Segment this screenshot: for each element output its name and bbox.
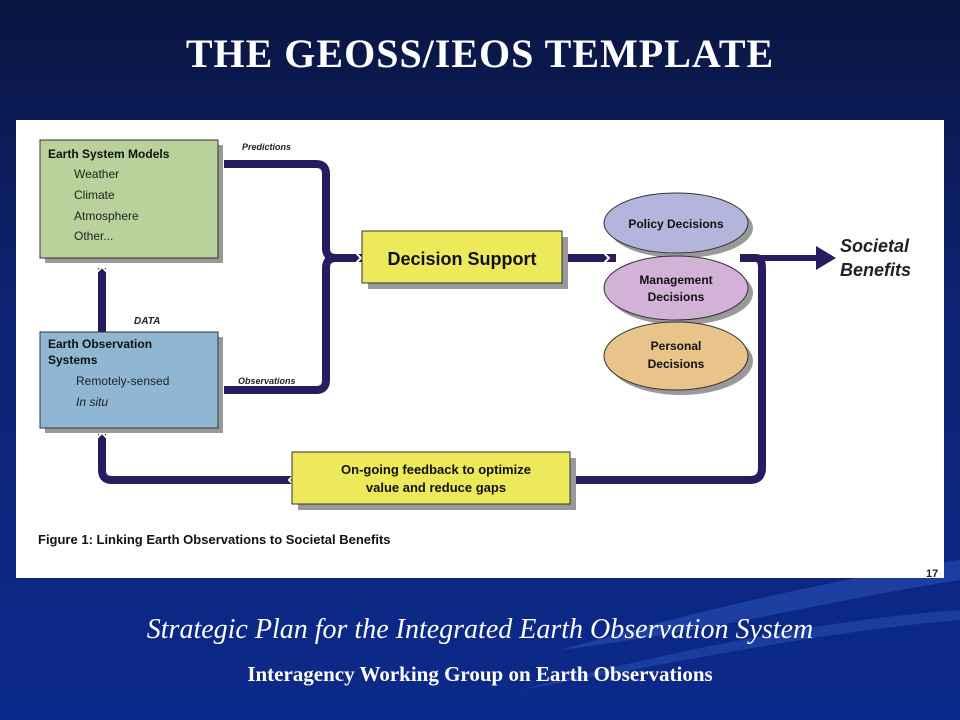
personal-decisions-oval: Personal Decisions (603, 321, 753, 395)
models-item: Climate (74, 188, 115, 202)
feedback-label-line2: value and reduce gaps (366, 480, 506, 495)
models-item: Weather (74, 167, 119, 181)
page-number: 17 (926, 568, 939, 580)
earth-observation-systems-box: Earth Observation Systems Remotely-sense… (39, 331, 223, 433)
chevron-icon (355, 252, 363, 264)
models-item: Atmosphere (74, 209, 139, 223)
chevron-icon (96, 265, 108, 273)
footer-subtitle: Interagency Working Group on Earth Obser… (247, 662, 713, 686)
societal-benefits-line2: Benefits (840, 260, 911, 280)
data-label: DATA (134, 316, 160, 327)
observation-title-line1: Earth Observation (48, 337, 152, 351)
societal-benefits-line1: Societal (840, 236, 910, 256)
feedback-label-line1: On-going feedback to optimize (341, 462, 531, 477)
observation-title-line2: Systems (48, 353, 98, 367)
societal-arrow-head (816, 246, 836, 270)
management-decisions-label: Management (639, 273, 712, 287)
decision-support-label: Decision Support (387, 249, 536, 269)
management-decisions-oval: Management Decisions (603, 255, 753, 325)
observation-item: In situ (76, 395, 108, 409)
footer-title: Strategic Plan for the Integrated Earth … (146, 614, 814, 645)
personal-decisions-label: Personal (651, 339, 702, 353)
background-swoosh (520, 560, 960, 690)
decision-support-box: Decision Support (361, 230, 568, 289)
policy-decisions-oval: Policy Decisions (603, 192, 753, 258)
feedback-left-line (98, 434, 292, 484)
policy-decisions-label: Policy Decisions (628, 217, 724, 231)
chevron-icon (603, 252, 611, 264)
personal-decisions-label: Decisions (648, 357, 705, 371)
management-decisions-label: Decisions (648, 290, 705, 304)
slide-title: THE GEOSS/IEOS TEMPLATE (185, 31, 775, 76)
observation-item: Remotely-sensed (76, 374, 169, 388)
figure-panel: Earth System Models Weather Climate Atmo… (16, 120, 944, 578)
predictions-line (224, 160, 364, 262)
observations-label: Observations (238, 376, 296, 386)
earth-system-models-box: Earth System Models Weather Climate Atmo… (39, 139, 223, 263)
models-item: Other... (74, 229, 113, 243)
models-title: Earth System Models (48, 147, 170, 161)
feedback-box: On-going feedback to optimize value and … (291, 451, 576, 510)
figure-caption: Figure 1: Linking Earth Observations to … (38, 532, 391, 547)
geoss-diagram: Earth System Models Weather Climate Atmo… (38, 139, 911, 547)
predictions-label: Predictions (242, 142, 291, 152)
observations-line (224, 254, 337, 394)
